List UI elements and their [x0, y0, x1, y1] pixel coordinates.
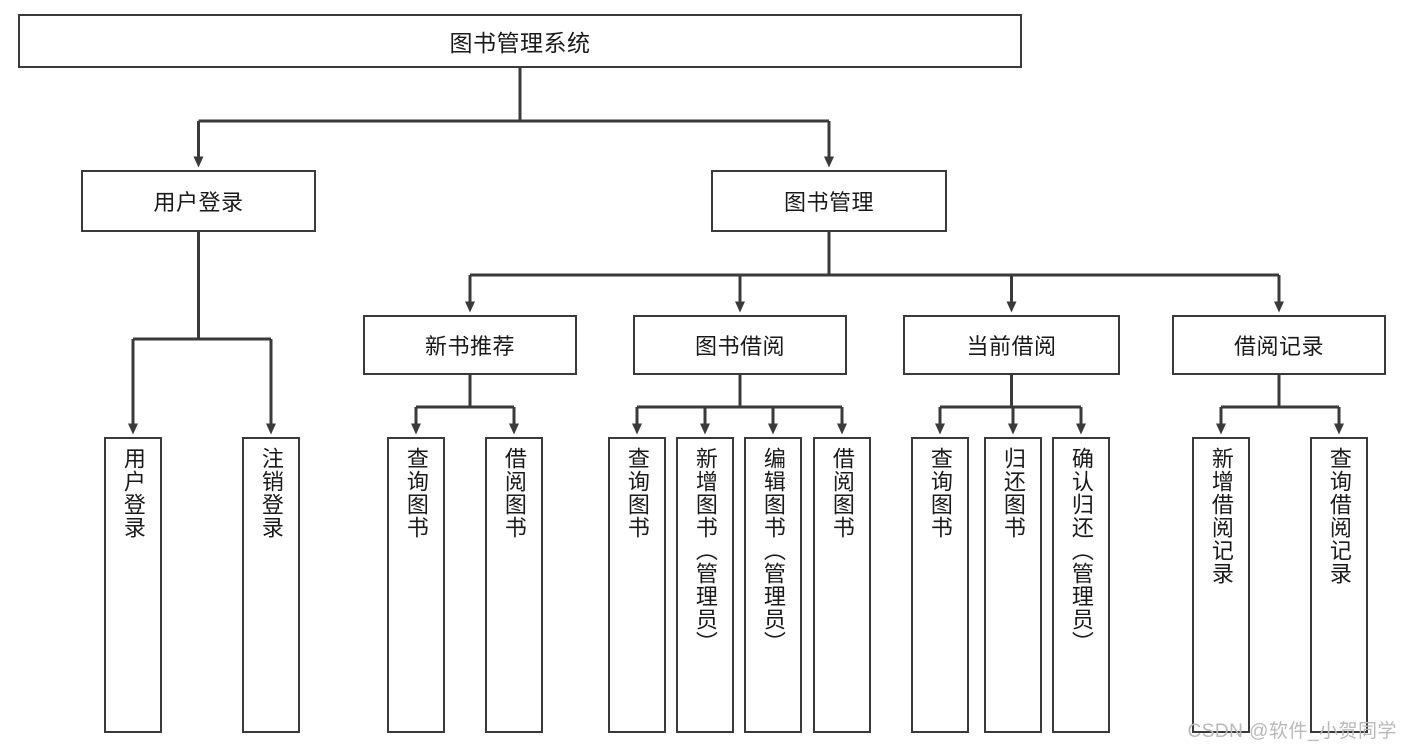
node-leaf-12[interactable]: 新增借阅记录: [1192, 437, 1250, 733]
node-new-book[interactable]: 新书推荐: [363, 315, 577, 375]
node-label: 注销登录: [258, 447, 284, 539]
node-leaf-13[interactable]: 查询借阅记录: [1310, 437, 1368, 733]
node-leaf-8[interactable]: 借阅图书: [813, 437, 871, 733]
node-records[interactable]: 借阅记录: [1172, 315, 1386, 375]
node-leaf-7[interactable]: 编辑图书（管理员）: [744, 437, 802, 733]
node-leaf-9[interactable]: 查询图书: [911, 437, 969, 733]
node-leaf-4[interactable]: 借阅图书: [485, 437, 543, 733]
node-label: 新书推荐: [424, 334, 515, 359]
node-label: 查询图书: [624, 447, 650, 539]
node-label: 新增图书（管理员）: [692, 447, 718, 654]
node-label: 确认归还（管理员）: [1068, 447, 1094, 654]
node-root[interactable]: 图书管理系统: [18, 14, 1022, 68]
node-label: 归还图书: [1000, 447, 1026, 539]
node-label: 图书借阅: [694, 334, 785, 359]
node-label: 图书管理: [783, 190, 874, 215]
node-leaf-6[interactable]: 新增图书（管理员）: [676, 437, 734, 733]
node-label: 图书管理系统: [449, 30, 591, 56]
node-label: 借阅图书: [501, 447, 527, 539]
node-label: 新增借阅记录: [1208, 447, 1234, 585]
node-label: 编辑图书（管理员）: [760, 447, 786, 654]
node-current[interactable]: 当前借阅: [903, 315, 1120, 375]
node-book-mgmt[interactable]: 图书管理: [711, 170, 947, 232]
node-label: 查询借阅记录: [1326, 447, 1352, 585]
node-label: 当前借阅: [966, 334, 1057, 359]
node-leaf-3[interactable]: 查询图书: [387, 437, 445, 733]
node-label: 查询图书: [403, 447, 429, 539]
node-label: 查询图书: [927, 447, 953, 539]
node-leaf-10[interactable]: 归还图书: [984, 437, 1042, 733]
node-user-login[interactable]: 用户登录: [81, 170, 316, 232]
node-leaf-2[interactable]: 注销登录: [242, 437, 300, 733]
node-borrow[interactable]: 图书借阅: [633, 315, 847, 375]
node-leaf-11[interactable]: 确认归还（管理员）: [1052, 437, 1110, 733]
node-label: 借阅记录: [1233, 334, 1324, 359]
node-label: 用户登录: [120, 447, 146, 539]
node-label: 借阅图书: [829, 447, 855, 539]
node-leaf-1[interactable]: 用户登录: [104, 437, 162, 733]
node-leaf-5[interactable]: 查询图书: [608, 437, 666, 733]
watermark: CSDN @软件_小贺同学: [1187, 721, 1397, 742]
node-label: 用户登录: [153, 190, 244, 215]
